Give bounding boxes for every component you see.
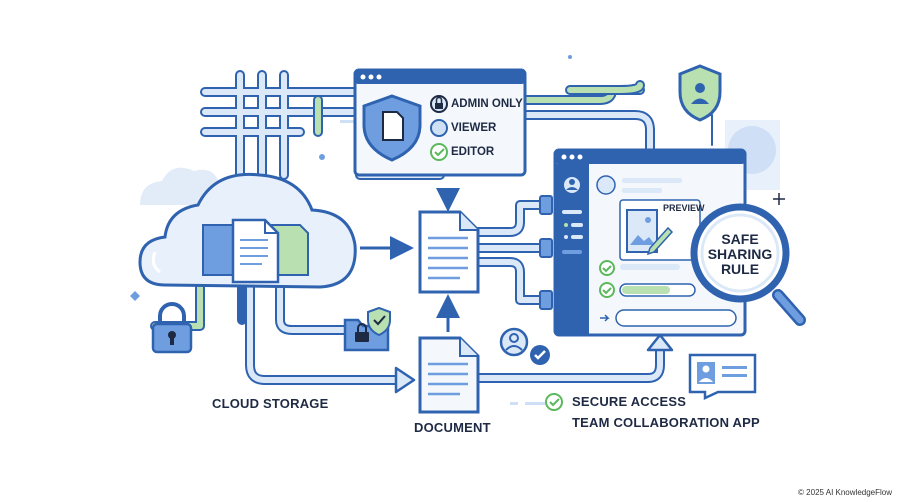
cloud-storage-label: CLOUD STORAGE <box>212 396 329 411</box>
preview-label: PREVIEW <box>663 203 705 213</box>
document-icon-bottom <box>418 336 480 414</box>
magnifier-icon <box>690 203 806 326</box>
document-icon-center <box>418 210 480 294</box>
check-icon <box>430 143 448 161</box>
id-card-icon <box>688 353 757 400</box>
user-check-icon <box>499 327 550 365</box>
pipe-network <box>150 70 713 385</box>
secure-access-check-icon <box>545 393 563 411</box>
safe-sharing-rule-text: SAFE SHARING RULE <box>707 231 773 277</box>
permissions-panel-window <box>353 68 527 177</box>
team-app-label: TEAM COLLABORATION APP <box>572 415 760 430</box>
permission-admin-label: ADMIN ONLY <box>451 98 523 110</box>
flow-arrows <box>360 188 674 394</box>
document-label: DOCUMENT <box>414 420 491 435</box>
permission-editor-label: EDITOR <box>451 146 495 158</box>
copyright-footer: © 2025 AI KnowledgeFlow <box>798 488 892 497</box>
permission-viewer-label: VIEWER <box>451 122 497 134</box>
secure-access-label: SECURE ACCESS <box>572 394 687 409</box>
circle-icon <box>430 119 448 137</box>
lock-icon <box>430 95 448 113</box>
cloud-files-icon <box>202 218 309 284</box>
padlock-icon <box>151 302 193 354</box>
secure-folder-icon <box>343 306 391 352</box>
user-shield-icon <box>678 64 722 122</box>
team-app-window <box>553 148 747 337</box>
pipe-connectors <box>539 195 553 310</box>
